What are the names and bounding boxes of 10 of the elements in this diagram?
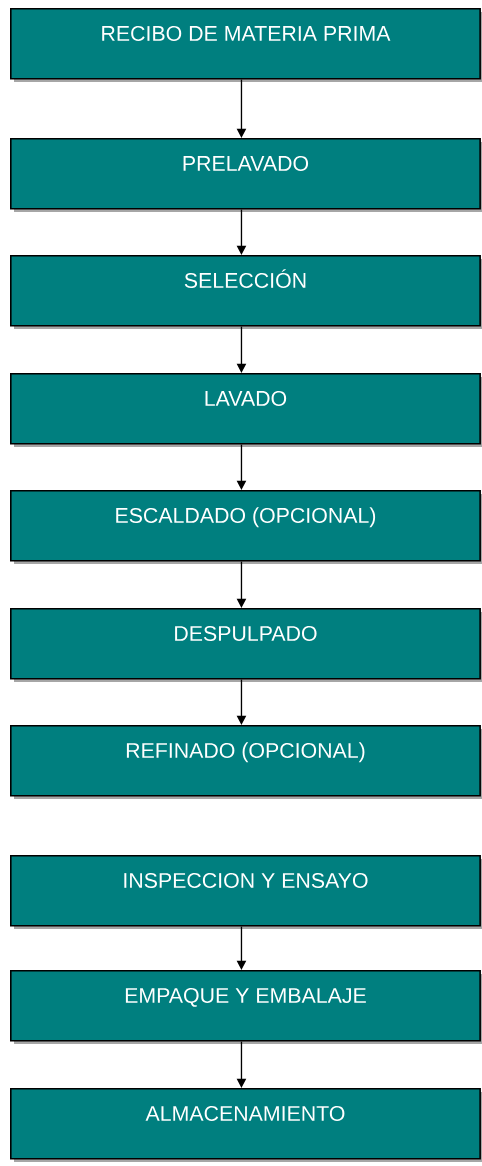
process-box: INSPECCION Y ENSAYO [10,855,482,929]
process-box: RECIBO DE MATERIA PRIMA [10,8,482,82]
process-box: REFINADO (OPCIONAL) [10,725,482,799]
process-box: LAVADO [10,373,482,447]
process-box: ALMACENAMIENTO [10,1088,482,1162]
process-box: EMPAQUE Y EMBALAJE [10,970,482,1044]
process-box: PRELAVADO [10,138,482,212]
process-box: DESPULPADO [10,608,482,682]
process-box: ESCALDADO (OPCIONAL) [10,490,482,564]
process-box: SELECCIÓN [10,255,482,329]
